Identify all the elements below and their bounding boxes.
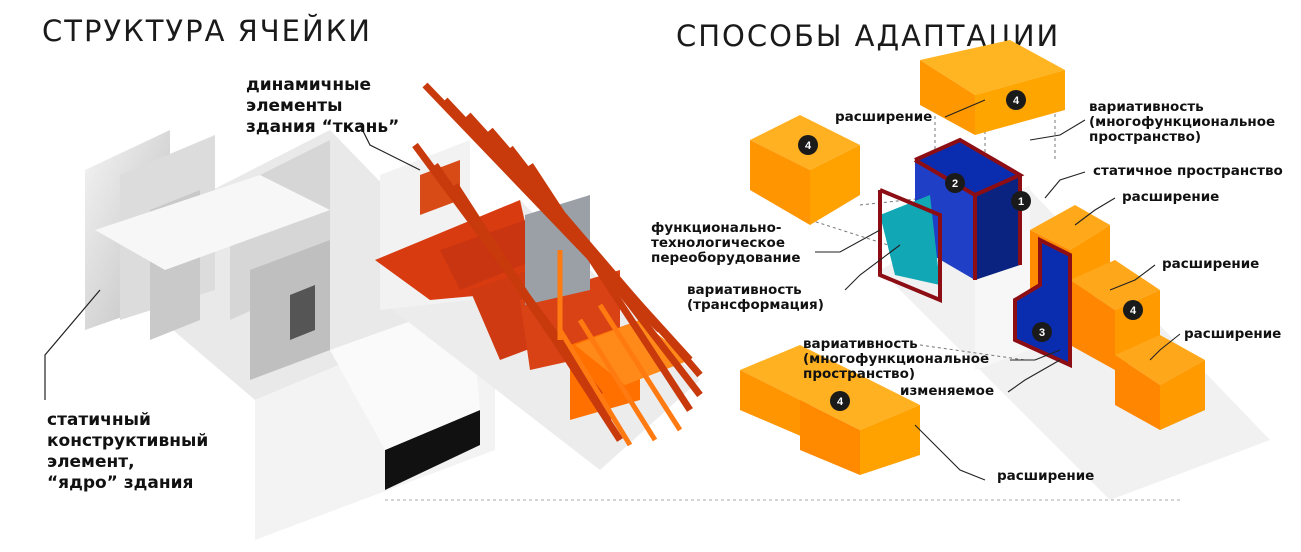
label-variativity-transformation: вариативность (трансформация) — [687, 282, 824, 313]
label-variativity-multifunctional-top: вариативность (многофункциональное прост… — [1089, 99, 1276, 145]
marker-2: 2 — [945, 173, 965, 193]
label-changeable: изменяемое — [900, 383, 995, 399]
marker-4-left: 4 — [798, 135, 818, 155]
label-variativity-multifunctional-bottom: вариативность (многофункциональное прост… — [803, 336, 990, 382]
fabric-model — [375, 82, 703, 470]
marker-2-label: 2 — [952, 178, 958, 190]
label-expansion-right-2: расширение — [1162, 256, 1260, 272]
leader-lines-left — [44, 124, 421, 400]
marker-3-label: 3 — [1039, 327, 1045, 339]
label-expansion-top: расширение — [835, 109, 933, 125]
title-structure: СТРУКТУРА ЯЧЕЙКИ — [42, 14, 372, 48]
label-expansion-bottom: расширение — [997, 468, 1095, 484]
label-dynamic-elements: динамичные элементы здания “ткань” — [246, 75, 400, 137]
marker-4-bottom-label: 4 — [837, 396, 844, 408]
label-expansion-right-1: расширение — [1122, 189, 1220, 205]
marker-4-top: 4 — [1006, 90, 1026, 110]
marker-4-right-label: 4 — [1130, 305, 1137, 317]
markers: 4 4 2 1 3 4 4 — [798, 90, 1143, 411]
marker-4-right: 4 — [1123, 300, 1143, 320]
marker-4-left-label: 4 — [805, 140, 812, 152]
adaptation-model — [740, 40, 1270, 500]
marker-4-bottom: 4 — [830, 391, 850, 411]
marker-3: 3 — [1032, 322, 1052, 342]
marker-1-label: 1 — [1018, 196, 1024, 208]
label-static-core: статичный конструктивный элемент, “ядро”… — [47, 410, 209, 493]
label-functional-reequipment: функционально- технологическое переобору… — [651, 220, 801, 266]
marker-1: 1 — [1011, 191, 1031, 211]
leader-lines-right — [815, 99, 1181, 481]
marker-4-top-label: 4 — [1013, 95, 1020, 107]
label-expansion-right-3: расширение — [1184, 326, 1282, 342]
label-static-space: статичное пространство — [1093, 163, 1283, 179]
